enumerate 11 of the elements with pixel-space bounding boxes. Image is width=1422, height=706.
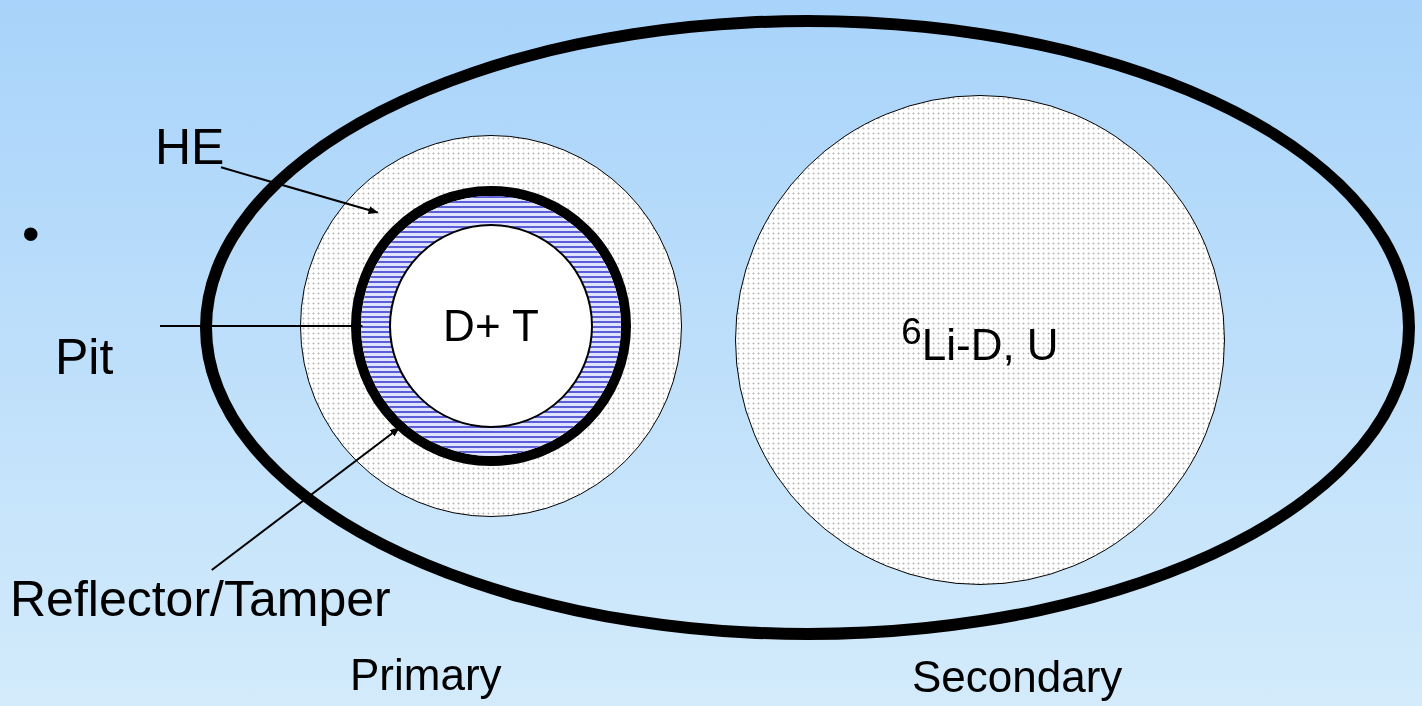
region-label: $^{6}$Li-D, U (901, 310, 1059, 370)
bullet-mark: • (22, 205, 40, 263)
part-label: HE (155, 118, 225, 176)
part-label: Pit (55, 328, 114, 386)
leader-arrow (220, 166, 379, 214)
leader-arrow (210, 426, 401, 571)
section-label: Secondary (912, 652, 1123, 702)
section-label: Primary (350, 650, 502, 700)
region-label: D+ T (443, 301, 539, 351)
leader-arrow (159, 322, 364, 330)
part-label: Reflector/Tamper (10, 570, 391, 628)
